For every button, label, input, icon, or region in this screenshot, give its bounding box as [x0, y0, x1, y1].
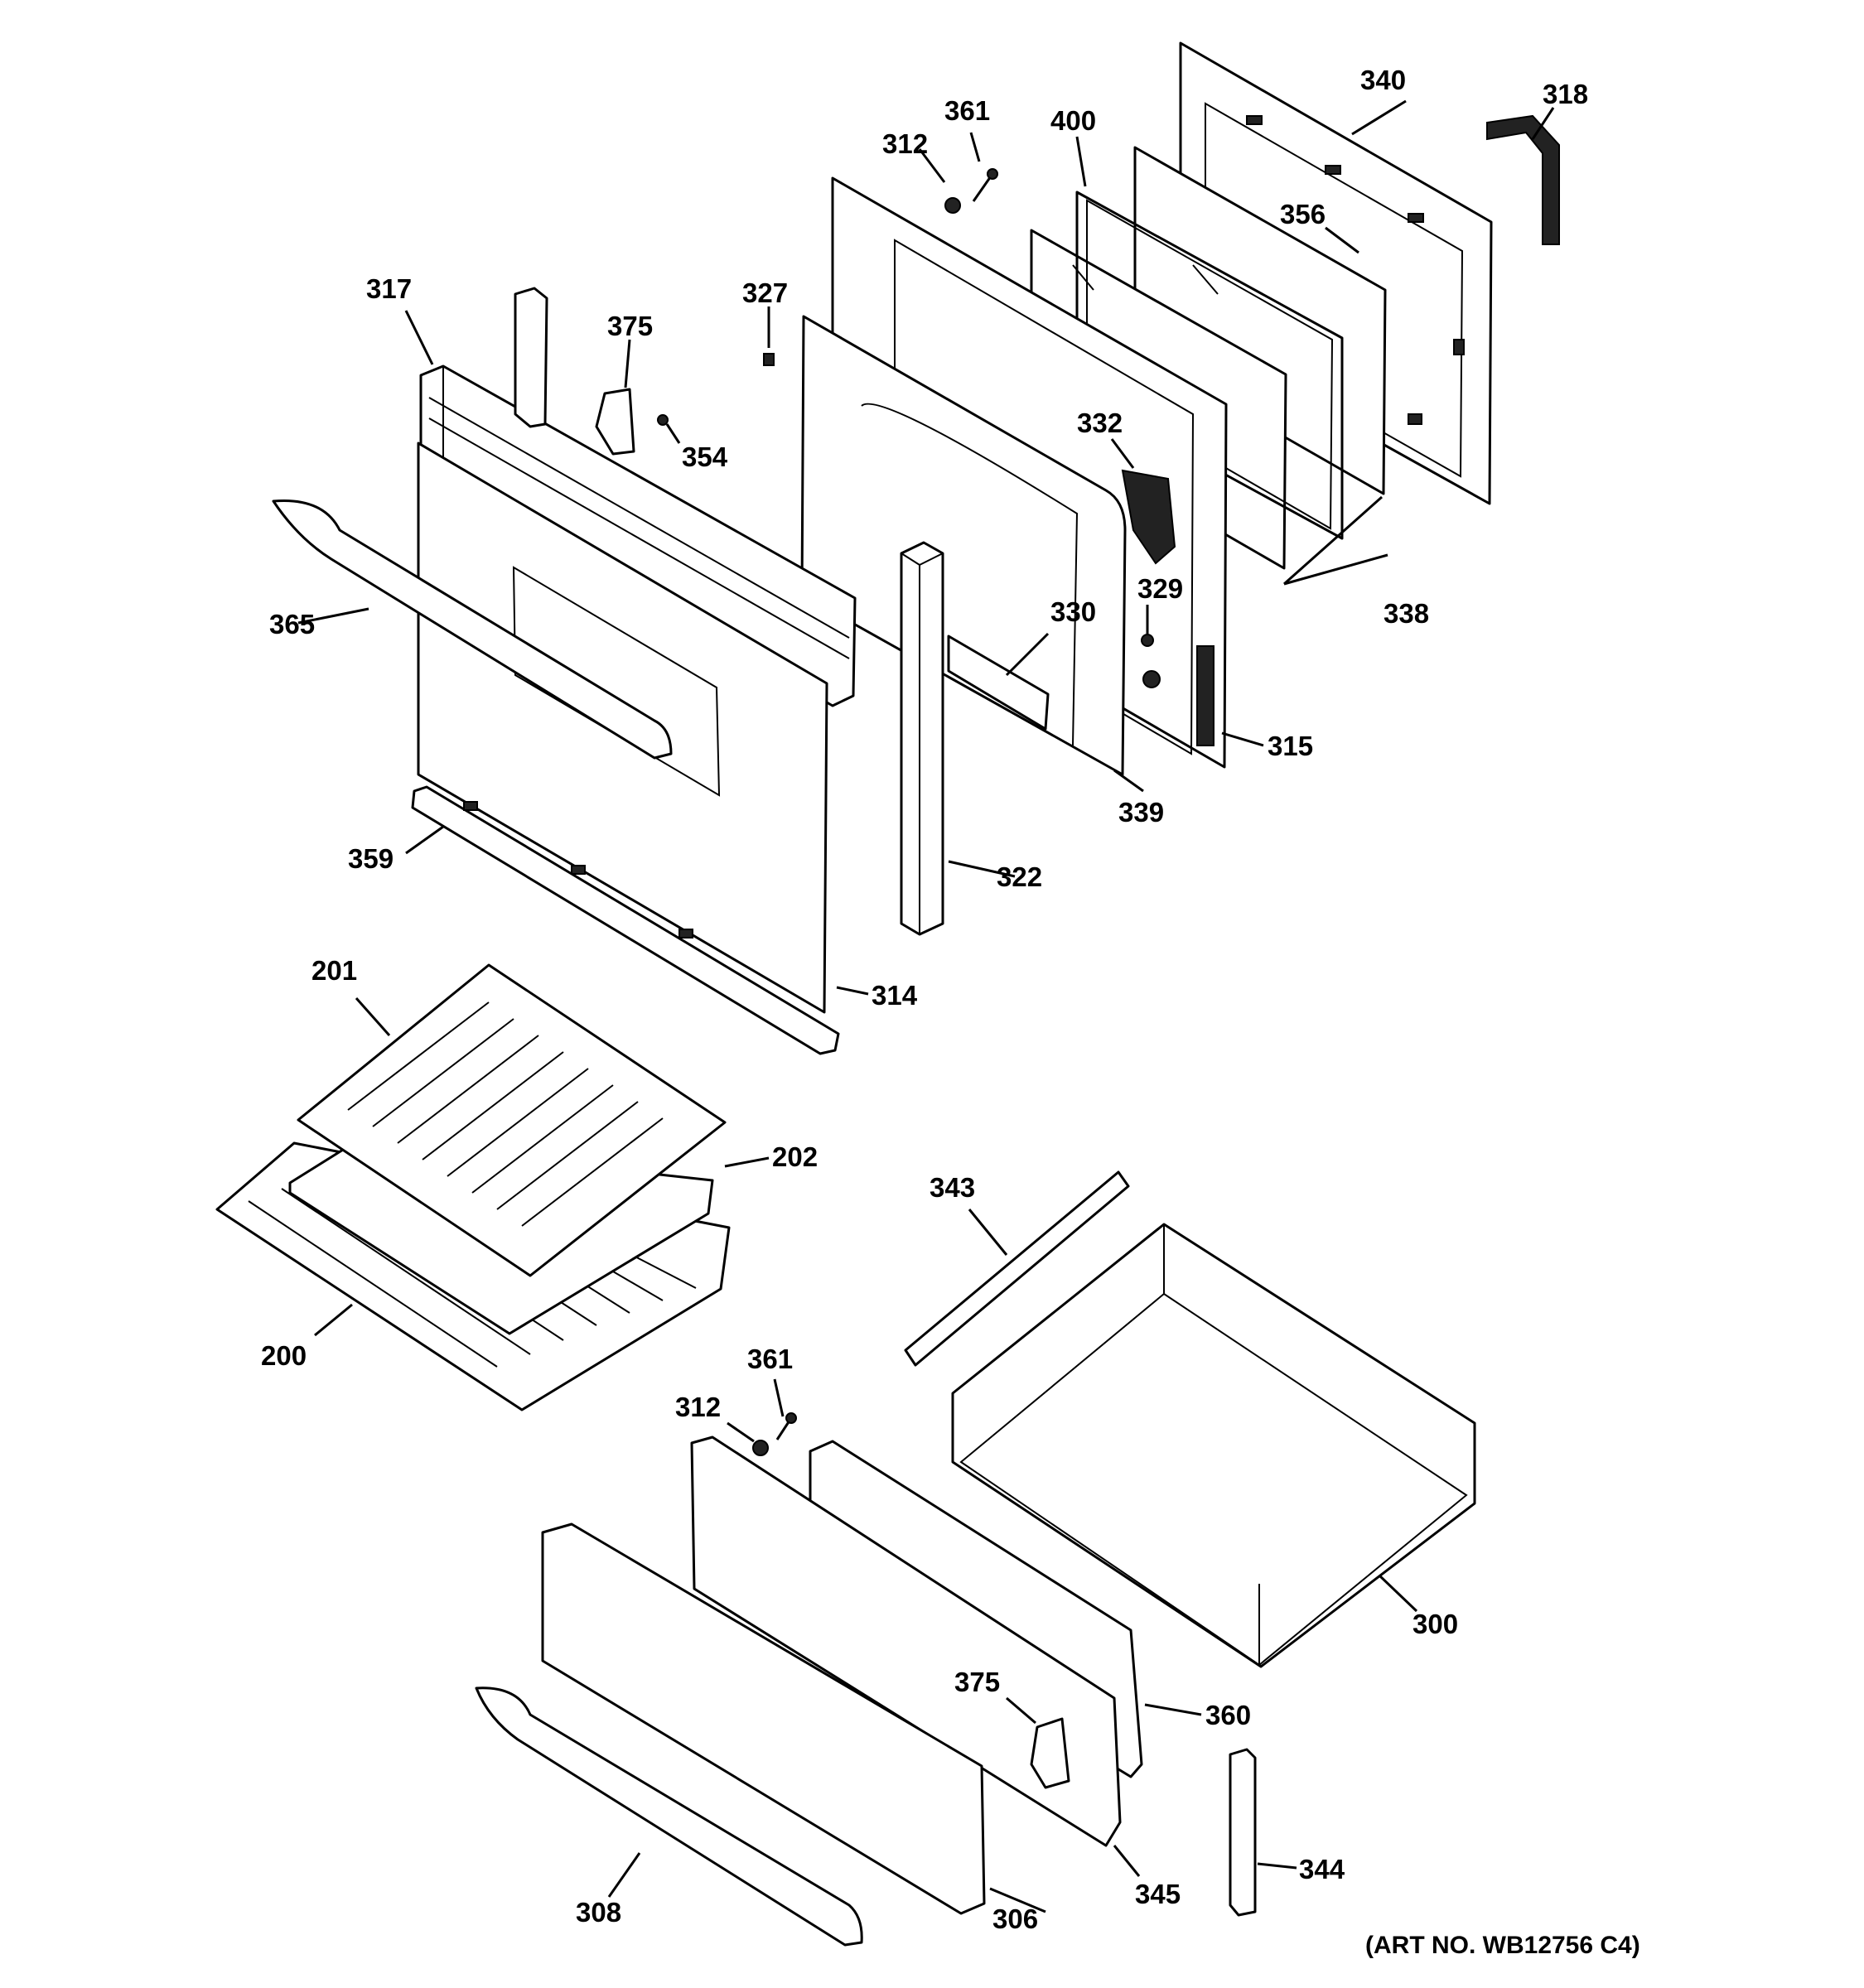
part-300-drawer-box [951, 1223, 1476, 1668]
part-312-washer-upper [944, 197, 961, 214]
callout-338: 338 [1384, 598, 1429, 629]
part-332-bracket [1121, 469, 1176, 565]
callout-375-lower: 375 [954, 1667, 1000, 1697]
callout-361: 361 [944, 95, 990, 126]
callout-202: 202 [772, 1141, 818, 1172]
callout-318: 318 [1543, 79, 1588, 109]
callout-340: 340 [1360, 65, 1406, 95]
part-361-screw-upper [972, 168, 998, 202]
part-329-screw [1141, 634, 1154, 647]
part-306-drawer-front [541, 1522, 986, 1915]
part-375-hinge-upper [595, 388, 635, 456]
callout-322: 322 [997, 861, 1042, 892]
part-339-insulation [800, 315, 1127, 776]
callout-360: 360 [1205, 1700, 1251, 1730]
callout-317: 317 [366, 273, 412, 304]
part-361-screw-lower [775, 1412, 797, 1440]
callout-201: 201 [311, 955, 357, 986]
callout-314: 314 [872, 980, 918, 1011]
callout-344: 344 [1299, 1854, 1345, 1884]
callout-312-lower: 312 [675, 1392, 721, 1422]
callout-359: 359 [348, 843, 394, 874]
callout-330: 330 [1050, 596, 1096, 627]
callout-306: 306 [992, 1904, 1038, 1934]
part-322-vertical-trim [900, 541, 944, 936]
part-359-door-trim [411, 785, 840, 1055]
callout-365: 365 [269, 609, 315, 639]
part-343-drawer-slide [904, 1170, 1130, 1367]
callout-354: 354 [682, 442, 728, 472]
callout-339: 339 [1118, 797, 1164, 828]
part-201-broiler-grid [297, 963, 727, 1277]
callout-308: 308 [576, 1897, 621, 1928]
callout-361-lower: 361 [747, 1344, 793, 1374]
callout-315: 315 [1268, 731, 1313, 761]
leader-lines [297, 99, 1555, 1913]
callout-345: 345 [1135, 1879, 1181, 1909]
part-312-washer-lower [752, 1440, 769, 1456]
part-327-clip [763, 353, 775, 366]
part-308-drawer-handle [475, 1686, 863, 1947]
callout-356: 356 [1280, 199, 1326, 229]
callout-329: 329 [1137, 573, 1183, 604]
callout-312: 312 [882, 128, 928, 159]
part-345-drawer-panel [690, 1436, 1122, 1847]
part-375-hinge-lower [1030, 1717, 1070, 1789]
art-number: (ART NO. WB12756 C4) [1365, 1932, 1640, 1959]
callout-300: 300 [1412, 1609, 1458, 1639]
callout-343: 343 [930, 1172, 975, 1203]
part-318-gasket [1486, 114, 1560, 245]
callout-200: 200 [261, 1340, 307, 1371]
grid-slots [347, 1001, 664, 1227]
part-354-screw [657, 414, 669, 426]
callout-327: 327 [742, 277, 788, 308]
callout-375: 375 [607, 311, 653, 341]
callout-400: 400 [1050, 105, 1096, 136]
callout-labels: 340 318 361 400 312 356 317 375 327 354 … [261, 65, 1640, 1959]
callout-332: 332 [1077, 408, 1123, 438]
part-side-strip [514, 287, 548, 428]
part-365-door-handle [272, 499, 673, 760]
part-344-drawer-rail [1229, 1748, 1257, 1917]
